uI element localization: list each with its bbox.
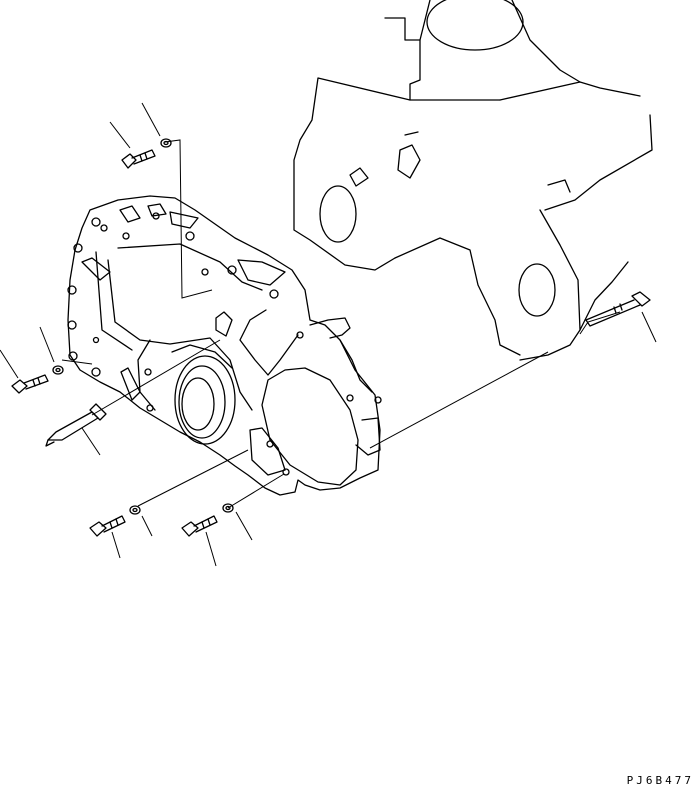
drawing-code: PJ6B477 xyxy=(626,774,694,787)
callout-leaders xyxy=(0,102,657,567)
engine-block xyxy=(293,0,653,361)
washer-bottom-left xyxy=(129,505,141,515)
washer-left xyxy=(52,365,64,375)
bolt-top xyxy=(121,149,156,169)
dowel-pin xyxy=(45,403,107,447)
assembly-lines xyxy=(61,139,621,509)
bolt-bottom-left xyxy=(89,515,126,537)
bolt-long-right xyxy=(585,291,651,327)
bolt-bottom-middle xyxy=(181,515,218,537)
front-cover xyxy=(67,195,382,496)
washer-top xyxy=(160,138,172,148)
washer-bottom-middle xyxy=(222,503,234,513)
bolt-left xyxy=(11,374,49,394)
